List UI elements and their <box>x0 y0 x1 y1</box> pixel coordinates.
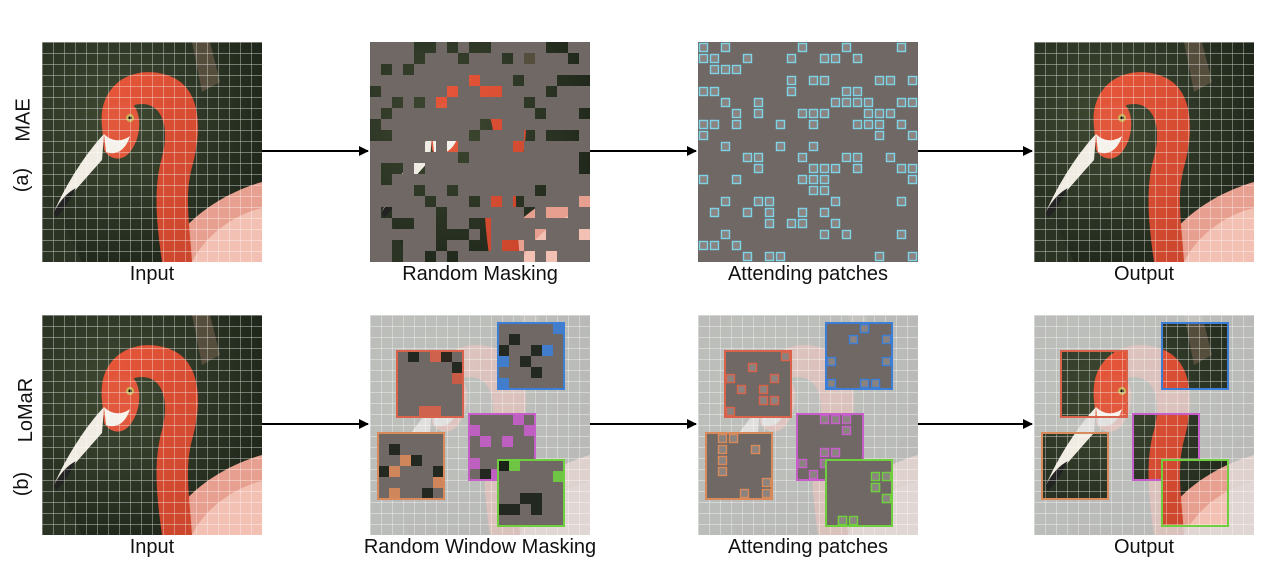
window-green <box>497 459 565 527</box>
row-b-attending-caption: Attending patches <box>727 536 889 558</box>
row-b-attending-patches-image <box>698 315 918 535</box>
row-a-attending-caption: Attending patches <box>727 263 889 285</box>
window-green <box>825 459 893 527</box>
window-orange <box>705 432 773 500</box>
attending-patches <box>698 42 918 262</box>
row-b-random-window-masking-image <box>370 315 590 535</box>
window-orange <box>1041 432 1109 500</box>
row-b-masking-caption: Random Window Masking <box>363 536 597 558</box>
window-blue <box>497 322 565 390</box>
window-orange <box>377 432 445 500</box>
row-a-attending-patches-image <box>698 42 918 262</box>
row-b-input-caption: Input <box>129 536 175 558</box>
window-blue <box>1161 322 1229 390</box>
row-a-input-caption: Input <box>129 263 175 285</box>
window-red <box>1060 350 1128 418</box>
row-a-masking-caption: Random Masking <box>402 263 558 285</box>
window-blue <box>825 322 893 390</box>
window-red <box>396 350 464 418</box>
row-a-random-masking-image <box>370 42 590 262</box>
window-red <box>724 350 792 418</box>
window-green <box>1161 459 1229 527</box>
row-a-output-caption: Output <box>1113 263 1175 285</box>
row-b-output-image <box>1034 315 1254 535</box>
mask-patches <box>370 42 590 262</box>
row-b-output-caption: Output <box>1113 536 1175 558</box>
